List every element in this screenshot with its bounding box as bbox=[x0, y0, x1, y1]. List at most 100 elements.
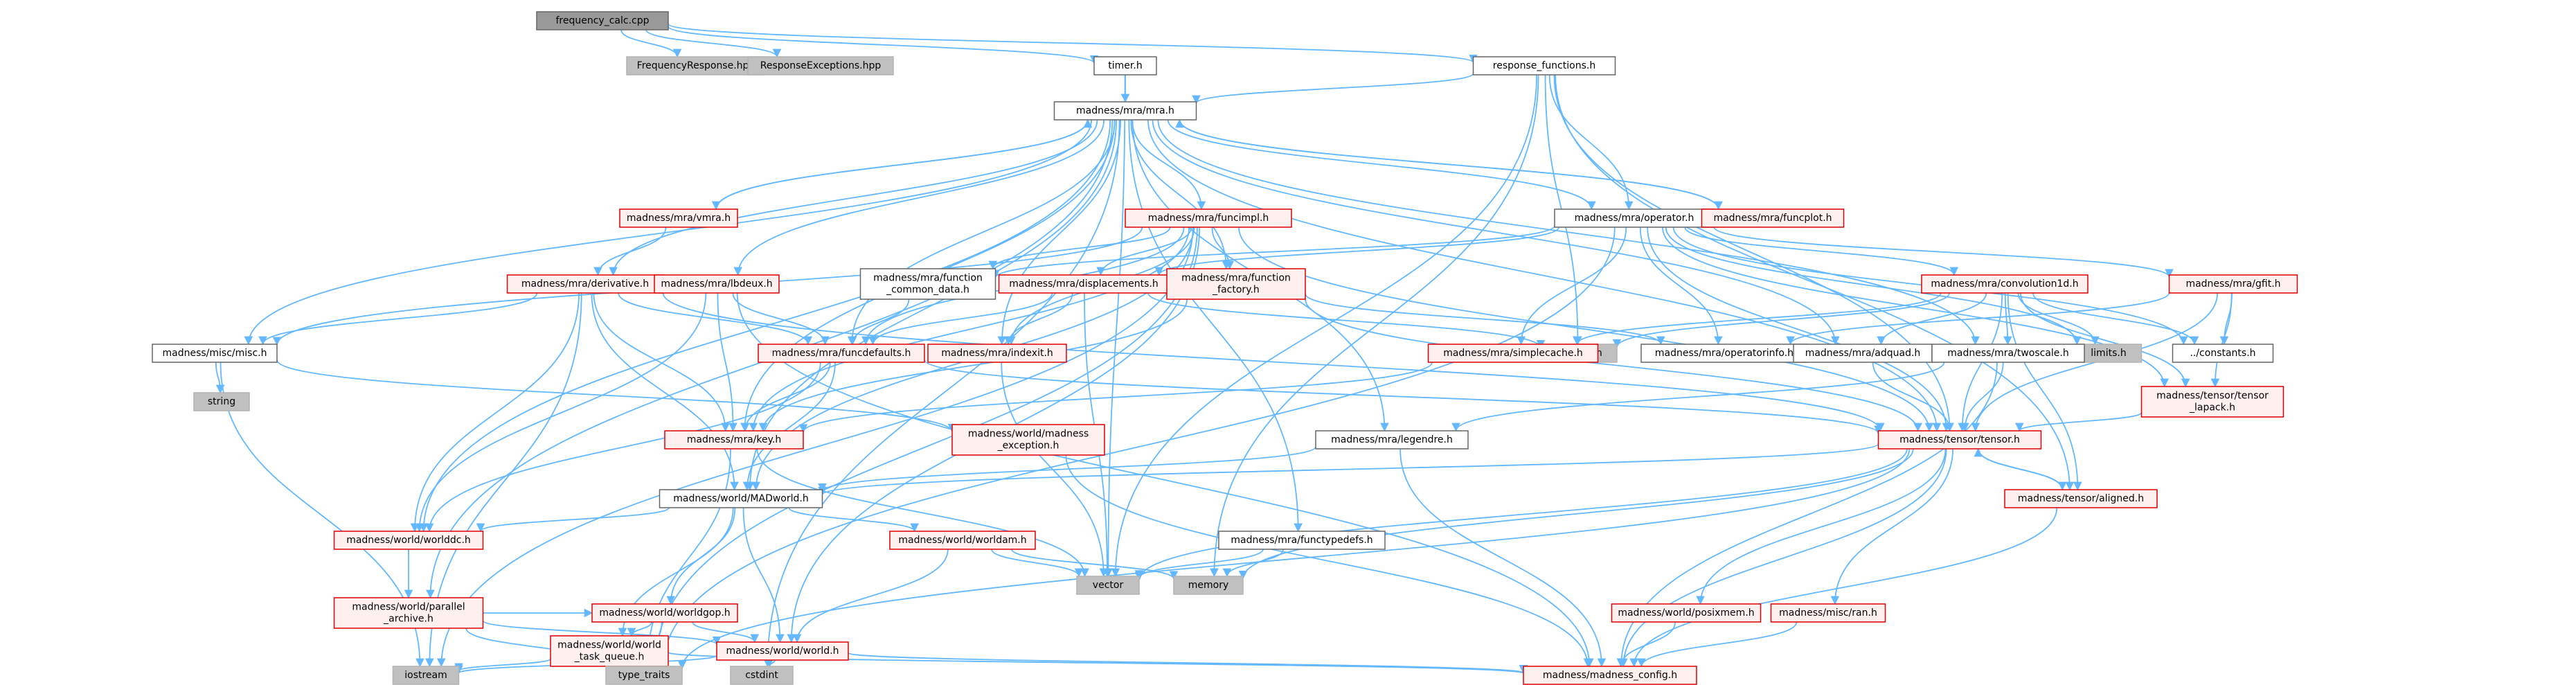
node-disp[interactable]: madness/mra/displacements.h bbox=[998, 274, 1170, 294]
edge-mra-to-tensor bbox=[1147, 119, 1942, 432]
edge-madworld-to-worldam bbox=[788, 507, 919, 533]
node-vector[interactable]: vector bbox=[1076, 576, 1140, 595]
node-conv1d[interactable]: madness/mra/convolution1d.h bbox=[1921, 274, 2088, 294]
node-ffac[interactable]: madness/mra/function_factory.h bbox=[1166, 268, 1306, 300]
node-box bbox=[1611, 603, 1762, 623]
node-box bbox=[747, 56, 894, 75]
edge-tensor-to-ran bbox=[1830, 448, 1954, 605]
edge-funcimpl-to-disp bbox=[1096, 226, 1192, 276]
node-misc[interactable]: madness/misc/misc.h bbox=[152, 344, 278, 363]
node-fdef[interactable]: madness/mra/funcdefaults.h bbox=[758, 344, 925, 363]
edge-simplecache-to-key bbox=[798, 362, 1433, 434]
node-limits[interactable]: limits.h bbox=[2075, 344, 2143, 363]
node-label: madness/world/MADworld.h bbox=[673, 493, 808, 504]
edge-fdef-to-worlddc bbox=[424, 362, 821, 533]
edge-conv1d-to-aligned bbox=[2007, 292, 2082, 491]
node-box bbox=[951, 424, 1105, 456]
node-indexit[interactable]: madness/mra/indexit.h bbox=[927, 344, 1067, 363]
node-box bbox=[1125, 208, 1292, 228]
node-madworld[interactable]: madness/world/MADworld.h bbox=[659, 489, 823, 508]
node-simplecache[interactable]: madness/mra/simplecache.h bbox=[1427, 344, 1599, 363]
edge-world-to-mconfig bbox=[848, 652, 1528, 674]
node-timer[interactable]: timer.h bbox=[1093, 56, 1157, 75]
edge-tensor-to-memory bbox=[1238, 448, 1914, 580]
node-label: string bbox=[208, 396, 235, 407]
node-legendre[interactable]: madness/mra/legendre.h bbox=[1315, 430, 1469, 450]
node-string[interactable]: string bbox=[193, 392, 250, 411]
edge-disp-to-algorithm bbox=[1147, 292, 1546, 349]
node-root[interactable]: frequency_calc.cpp bbox=[536, 11, 669, 30]
node-box bbox=[1093, 56, 1157, 75]
node-label: type_traits bbox=[618, 670, 670, 681]
edge-funcimpl-to-typetraits bbox=[650, 226, 1198, 668]
edge-conv1d-to-tlapack bbox=[2020, 292, 2190, 388]
node-posixmem[interactable]: madness/world/posixmem.h bbox=[1611, 603, 1762, 623]
node-label: madness/tensor/tensor.h bbox=[1899, 434, 2020, 445]
node-wtq[interactable]: madness/world/world_task_queue.h bbox=[550, 635, 669, 667]
edge-derivative-to-misc bbox=[258, 292, 538, 346]
node-typetraits[interactable]: type_traits bbox=[605, 666, 683, 685]
node-mconfig[interactable]: madness/madness_config.h bbox=[1523, 666, 1697, 685]
node-cstdint[interactable]: cstdint bbox=[730, 666, 794, 685]
edge-rf-to-aligned bbox=[1555, 74, 2075, 491]
node-label: madness/mra/indexit.h bbox=[941, 348, 1053, 359]
node-label: madness/mra/function bbox=[873, 273, 983, 284]
edge-conv1d-to-algorithm bbox=[1612, 292, 1950, 348]
node-rf[interactable]: response_functions.h bbox=[1472, 56, 1616, 75]
node-opinfo[interactable]: madness/mra/operatorinfo.h bbox=[1640, 344, 1808, 363]
node-tlapack[interactable]: madness/tensor/tensor_lapack.h bbox=[2140, 386, 2284, 418]
node-operator[interactable]: madness/mra/operator.h bbox=[1554, 208, 1715, 228]
node-aligned[interactable]: madness/tensor/aligned.h bbox=[2004, 489, 2158, 508]
node-box bbox=[1315, 430, 1469, 450]
node-iostream[interactable]: iostream bbox=[392, 666, 460, 685]
edge-mra-to-worlddc bbox=[419, 119, 1111, 533]
node-tensor[interactable]: madness/tensor/tensor.h bbox=[1877, 430, 2042, 450]
edge-funcimpl-to-key bbox=[749, 226, 1190, 432]
node-fcd[interactable]: madness/mra/function_common_data.h bbox=[859, 268, 996, 300]
edge-root-to-re bbox=[645, 29, 782, 58]
node-box bbox=[619, 208, 738, 228]
node-vmra[interactable]: madness/mra/vmra.h bbox=[619, 208, 738, 228]
edge-root-to-fr bbox=[620, 29, 682, 58]
node-functypedefs[interactable]: madness/mra/functypedefs.h bbox=[1218, 531, 1386, 550]
edge-conv1d-to-consts bbox=[2032, 292, 2199, 346]
node-box bbox=[550, 635, 669, 667]
node-worldgop[interactable]: madness/world/worldgop.h bbox=[591, 603, 738, 623]
node-re[interactable]: ResponseExceptions.hpp bbox=[747, 56, 894, 75]
node-box bbox=[536, 11, 669, 30]
edge-twoscale-to-legendre bbox=[1451, 362, 1945, 432]
edge-conv1d-to-limits bbox=[2017, 292, 2100, 346]
edge-operator-to-opinfo bbox=[1639, 226, 1723, 346]
node-mra[interactable]: madness/mra/mra.h bbox=[1053, 101, 1197, 121]
node-label: madness/mra/derivative.h bbox=[521, 278, 649, 290]
node-adquad[interactable]: madness/mra/adquad.h bbox=[1793, 344, 1933, 363]
node-ran[interactable]: madness/misc/ran.h bbox=[1770, 603, 1886, 623]
edge-posixmem-to-mconfig bbox=[1616, 621, 1676, 668]
node-box bbox=[716, 641, 849, 661]
node-worlddc[interactable]: madness/world/worlddc.h bbox=[333, 531, 484, 550]
node-worldam[interactable]: madness/world/worldam.h bbox=[889, 531, 1036, 550]
node-funcimpl[interactable]: madness/mra/funcimpl.h bbox=[1125, 208, 1292, 228]
node-twoscale[interactable]: madness/mra/twoscale.h bbox=[1931, 344, 2085, 363]
node-label: madness/mra/displacements.h bbox=[1009, 278, 1159, 290]
node-consts[interactable]: ../constants.h bbox=[2172, 344, 2274, 363]
edge-operator-to-gfit bbox=[1713, 226, 2174, 278]
edge-rf-to-memory bbox=[1210, 74, 1539, 578]
edge-rf-to-operator bbox=[1548, 74, 1634, 211]
node-parchive[interactable]: madness/world/parallel_archive.h bbox=[333, 597, 484, 629]
node-world[interactable]: madness/world/world.h bbox=[716, 641, 849, 661]
node-gfit[interactable]: madness/mra/gfit.h bbox=[2168, 274, 2298, 294]
node-memory[interactable]: memory bbox=[1173, 576, 1244, 595]
node-key[interactable]: madness/mra/key.h bbox=[664, 430, 804, 450]
node-mexc[interactable]: madness/world/madness_exception.h bbox=[951, 424, 1105, 456]
node-box bbox=[2172, 344, 2274, 363]
node-label: madness/mra/funcimpl.h bbox=[1148, 213, 1269, 224]
node-derivative[interactable]: madness/mra/derivative.h bbox=[506, 274, 664, 294]
node-fr[interactable]: FrequencyResponse.hpp bbox=[626, 56, 766, 75]
node-lbdeux[interactable]: madness/mra/lbdeux.h bbox=[654, 274, 780, 294]
edge-mra-to-indexit bbox=[997, 119, 1122, 346]
edge-twoscale-to-tensor bbox=[1960, 362, 2004, 432]
edge-mra-to-lbdeux bbox=[733, 119, 1105, 276]
node-funcplot[interactable]: madness/mra/funcplot.h bbox=[1701, 208, 1845, 228]
node-box bbox=[1076, 576, 1140, 595]
